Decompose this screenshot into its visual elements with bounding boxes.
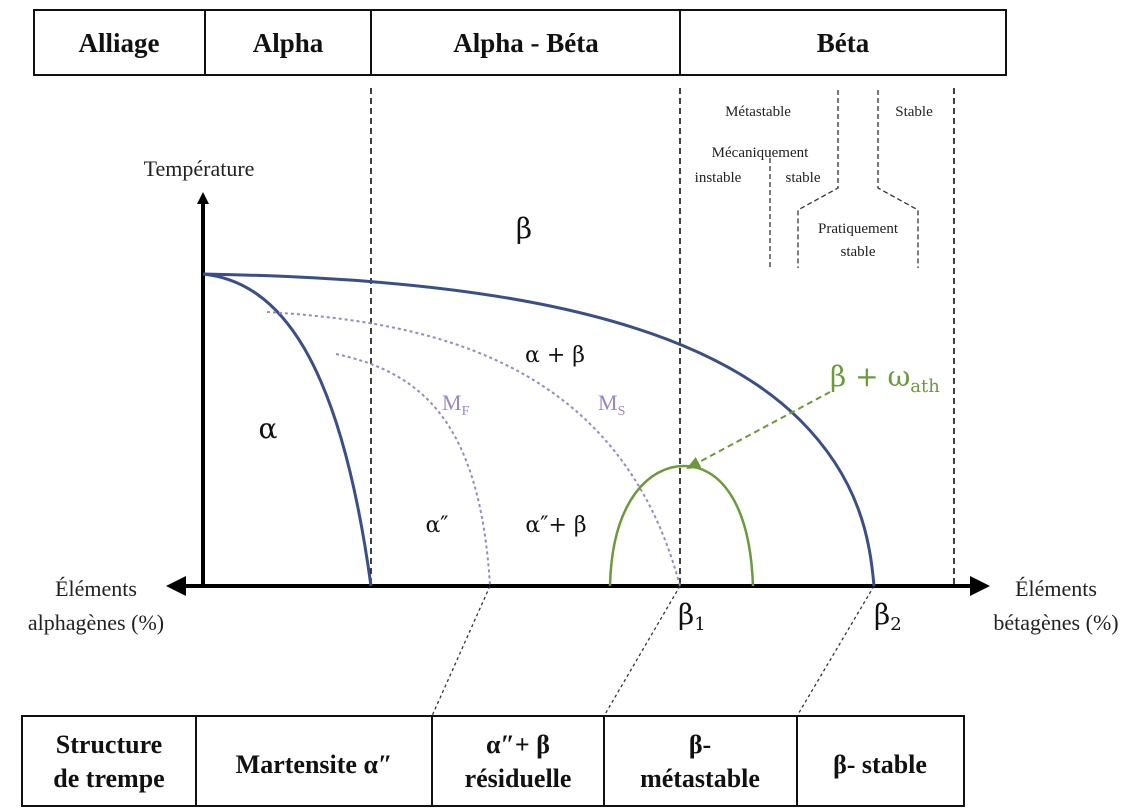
cell-residual-1: α″+ β — [486, 730, 550, 759]
label-instable: instable — [695, 170, 742, 186]
axes — [166, 192, 990, 596]
axis-arrow-right — [970, 576, 990, 596]
phase-alpha-dd: α″ — [425, 513, 448, 538]
cell-residual-2: résiduelle — [465, 764, 572, 793]
label-pratiquement: Pratiquement — [818, 221, 899, 237]
x-left-label-2: alphagènes (%) — [28, 610, 164, 635]
label-beta-omega: β + ωath — [830, 360, 940, 397]
beta2-label: β2 — [874, 598, 902, 635]
header-alpha: Alpha — [253, 28, 324, 58]
label-stable-small: stable — [786, 170, 821, 186]
beta-subclass-bracket — [769, 90, 919, 268]
phase-alpha-dd-beta: α″+ β — [525, 513, 586, 538]
y-axis-label: Température — [144, 156, 255, 181]
phase-boundaries — [202, 272, 876, 587]
header-alpha-beta: Alpha - Béta — [453, 28, 599, 58]
label-mecaniquement: Mécaniquement — [712, 145, 809, 161]
cell-structure-1: Structure — [56, 730, 162, 759]
header-beta: Béta — [817, 28, 870, 58]
header-alliage: Alliage — [79, 28, 160, 58]
label-ms: MS — [598, 390, 625, 419]
cell-beta-stable: β- stable — [833, 750, 927, 779]
cell-metastable-1: β- — [689, 730, 711, 759]
axis-arrow-left — [166, 576, 186, 596]
phase-alpha-beta: α + β — [525, 343, 585, 368]
omega-arrow — [686, 391, 831, 469]
quench-structure-table: Structure de trempe Martensite α″ α″+ β … — [21, 715, 965, 807]
ms-curve — [266, 311, 681, 587]
label-stable: Stable — [895, 104, 933, 120]
alloy-class-table: Alliage Alpha Alpha - Béta Béta — [33, 9, 1007, 76]
cell-martensite: Martensite α″ — [236, 750, 393, 779]
x-left-label-1: Éléments — [55, 576, 137, 601]
x-right-label-2: bétagènes (%) — [993, 610, 1118, 635]
x-right-label-1: Éléments — [1015, 576, 1097, 601]
cell-structure-2: de trempe — [53, 764, 164, 793]
label-mf: MF — [442, 390, 470, 419]
label-metastable: Métastable — [725, 104, 791, 120]
label-pratiquement-stable: stable — [841, 244, 876, 260]
phase-alpha: α — [259, 412, 278, 445]
phase-beta: β — [516, 212, 532, 245]
mf-curve — [335, 353, 491, 587]
beta1-label: β1 — [678, 598, 706, 635]
alpha-solvus-curve — [202, 272, 373, 587]
omega-curve — [608, 464, 755, 587]
beta-transus-curve — [202, 272, 876, 587]
table-connectors — [431, 585, 875, 717]
cell-metastable-2: métastable — [640, 764, 760, 793]
region-dividers — [370, 88, 955, 586]
